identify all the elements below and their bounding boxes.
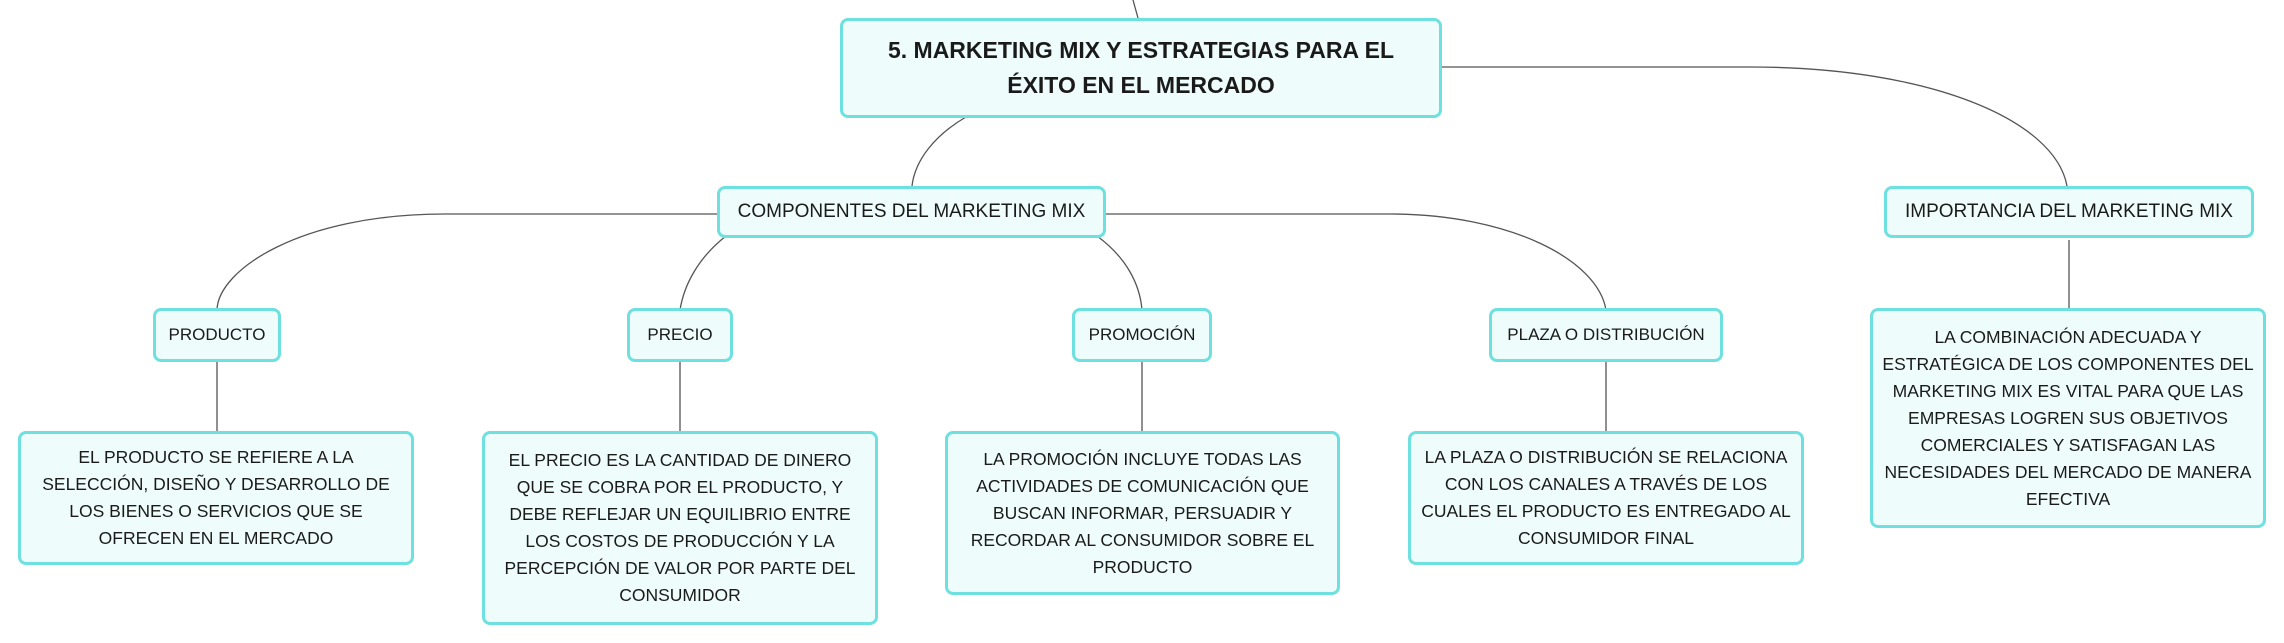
description-importancia-text: LA COMBINACIÓN ADECUADA Y ESTRATÉGICA DE… bbox=[1882, 326, 2254, 509]
topic-importancia[interactable]: IMPORTANCIA DEL MARKETING MIX bbox=[1884, 186, 2254, 238]
connector-components-precio bbox=[679, 235, 727, 311]
topic-importancia-label: IMPORTANCIA DEL MARKETING MIX bbox=[1905, 201, 2233, 222]
subtopic-producto-label: PRODUCTO bbox=[168, 325, 266, 344]
topic-componentes[interactable]: COMPONENTES DEL MARKETING MIX bbox=[717, 186, 1106, 238]
subtopic-plaza[interactable]: PLAZA O DISTRIBUCIÓN bbox=[1489, 308, 1723, 362]
description-importancia[interactable]: LA COMBINACIÓN ADECUADA Y ESTRATÉGICA DE… bbox=[1870, 308, 2266, 528]
subtopic-producto[interactable]: PRODUCTO bbox=[153, 308, 281, 362]
subtopic-promocion[interactable]: PROMOCIÓN bbox=[1072, 308, 1212, 362]
connector-root-components bbox=[911, 116, 967, 187]
subtopic-precio-label: PRECIO bbox=[647, 325, 713, 344]
description-plaza[interactable]: LA PLAZA O DISTRIBUCIÓN SE RELACIONA CON… bbox=[1408, 431, 1804, 565]
subtopic-plaza-label: PLAZA O DISTRIBUCIÓN bbox=[1507, 325, 1705, 344]
subtopic-promocion-label: PROMOCIÓN bbox=[1088, 325, 1196, 344]
connector-components-promocion bbox=[1096, 235, 1143, 311]
connector-root-parent bbox=[1132, 0, 1139, 19]
description-plaza-text: LA PLAZA O DISTRIBUCIÓN SE RELACIONA CON… bbox=[1421, 447, 1791, 548]
description-producto[interactable]: EL PRODUCTO SE REFIERE A LA SELECCIÓN, D… bbox=[18, 431, 414, 565]
connector-root-importance bbox=[1441, 66, 2068, 187]
description-promocion[interactable]: LA PROMOCIÓN INCLUYE TODAS LAS ACTIVIDAD… bbox=[945, 431, 1340, 595]
root-topic[interactable]: 5. MARKETING MIX Y ESTRATEGIAS PARA EL É… bbox=[840, 18, 1442, 118]
description-precio[interactable]: EL PRECIO ES LA CANTIDAD DE DINERO QUE S… bbox=[482, 431, 878, 625]
description-precio-text: EL PRECIO ES LA CANTIDAD DE DINERO QUE S… bbox=[504, 450, 856, 605]
subtopic-precio[interactable]: PRECIO bbox=[627, 308, 733, 362]
description-producto-text: EL PRODUCTO SE REFIERE A LA SELECCIÓN, D… bbox=[42, 447, 390, 548]
connector-components-producto bbox=[216, 213, 718, 311]
topic-componentes-label: COMPONENTES DEL MARKETING MIX bbox=[737, 201, 1086, 222]
root-topic-label: 5. MARKETING MIX Y ESTRATEGIAS PARA EL É… bbox=[887, 37, 1395, 98]
description-promocion-text: LA PROMOCIÓN INCLUYE TODAS LAS ACTIVIDAD… bbox=[970, 448, 1315, 577]
connector-components-plaza bbox=[1105, 213, 1607, 311]
